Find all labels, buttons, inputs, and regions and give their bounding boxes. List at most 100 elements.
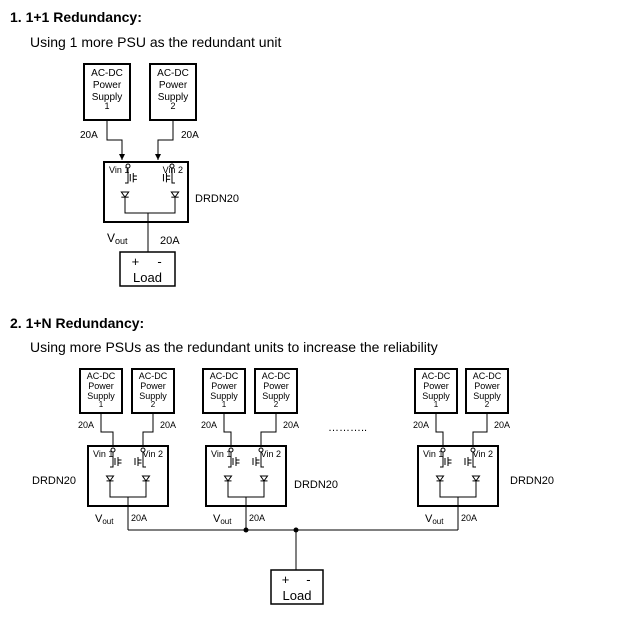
section1-heading: 1. 1+1 Redundancy: xyxy=(10,9,142,25)
psu-label-line3: Supply xyxy=(210,391,238,401)
psu-label-line3: Supply xyxy=(87,391,115,401)
current-label-psu1: 20A xyxy=(80,130,98,141)
arrow-psu1 xyxy=(119,154,125,160)
diode-symbol xyxy=(170,191,180,199)
psu-number: 1 xyxy=(104,101,109,111)
psu-label-line3: Supply xyxy=(139,391,167,401)
module-label: DRDN20 xyxy=(195,193,239,205)
psu-outline xyxy=(83,63,131,121)
module-label-3: DRDN20 xyxy=(510,475,554,487)
current-label-psu2: 20A xyxy=(283,420,299,430)
psu-label-line2: Power xyxy=(93,80,122,91)
internal-wire xyxy=(125,168,129,184)
psu-label-line1: AC-DC xyxy=(210,371,239,381)
psu-outline xyxy=(79,368,123,414)
psu-label-line3: Supply xyxy=(92,92,123,103)
internal-wire xyxy=(440,452,444,468)
psu-outline xyxy=(414,368,458,414)
current-label-psu1: 20A xyxy=(201,420,217,430)
psu-label-line2: Power xyxy=(211,381,237,391)
psu-number: 2 xyxy=(274,400,279,409)
vin1-terminal xyxy=(228,447,234,453)
module-label-2: DRDN20 xyxy=(294,479,338,491)
vout-label: Vout xyxy=(425,513,444,526)
load-outline xyxy=(270,569,324,605)
diode-symbol xyxy=(471,475,481,482)
load-plus: + xyxy=(282,572,290,587)
vin2-terminal xyxy=(140,447,146,453)
diode-symbol xyxy=(435,475,445,482)
current-label-psu2: 20A xyxy=(181,130,199,141)
current-label-psu2: 20A xyxy=(160,420,176,430)
drdn20-module: Vin 1 Vin 2 xyxy=(87,445,169,507)
psu-number: 2 xyxy=(170,101,175,111)
vin1-label: Vin 1 xyxy=(93,449,113,459)
current-label-output: 20A xyxy=(249,513,265,523)
vin1-label: Vin 1 xyxy=(423,449,443,459)
ellipsis: ……….. xyxy=(328,422,367,434)
current-label-psu2: 20A xyxy=(494,420,510,430)
load-label: Load xyxy=(283,588,312,603)
diode-symbol xyxy=(223,475,233,482)
vout-label: Vout xyxy=(213,513,232,526)
vin1-terminal xyxy=(125,163,131,169)
psu-label-line3: Supply xyxy=(262,391,290,401)
load-outline xyxy=(119,251,176,287)
section2-description: Using more PSUs as the redundant units t… xyxy=(30,339,438,355)
psu-label-line3: Supply xyxy=(422,391,450,401)
psu-label-line3: Supply xyxy=(158,92,189,103)
psu-label-line1: AC-DC xyxy=(91,68,123,79)
vin1-label: Vin 1 xyxy=(211,449,231,459)
psu-label-line2: Power xyxy=(159,80,188,91)
psu-number: 2 xyxy=(151,400,156,409)
vin2-terminal xyxy=(169,163,175,169)
vin2-label: Vin 2 xyxy=(143,449,163,459)
psu2-to-module-wire xyxy=(142,413,154,446)
internal-wire xyxy=(171,168,175,184)
load-box: + -Load xyxy=(270,569,324,605)
psu-outline xyxy=(465,368,509,414)
internal-wire xyxy=(260,452,264,468)
psu2-to-module-wire xyxy=(260,413,277,446)
current-label-psu1: 20A xyxy=(78,420,94,430)
internal-wire xyxy=(124,197,176,214)
drdn20-module: Vin 1 Vin 2 xyxy=(417,445,499,507)
internal-wire xyxy=(142,452,146,468)
vout-label: Vout xyxy=(95,513,114,526)
psu1-to-module-wire xyxy=(223,413,232,446)
current-label-psu1: 20A xyxy=(413,420,429,430)
psu-label-line1: AC-DC xyxy=(139,371,168,381)
module-outline xyxy=(205,445,287,507)
internal-wire xyxy=(110,452,114,468)
diode-symbol xyxy=(141,475,151,482)
psu-number: 1 xyxy=(222,400,227,409)
current-label-output: 20A xyxy=(131,513,147,523)
psu-label-line2: Power xyxy=(423,381,449,391)
module-label-1: DRDN20 xyxy=(32,475,76,487)
psu-outline xyxy=(149,63,197,121)
load-minus: - xyxy=(306,572,310,587)
junction-dot xyxy=(243,527,249,533)
vin2-label: Vin 2 xyxy=(163,165,183,175)
psu1-to-module-wire xyxy=(100,413,114,446)
internal-wire xyxy=(228,452,232,468)
vout-label: Vout xyxy=(107,231,128,246)
psu-number: 1 xyxy=(434,400,439,409)
psu-label-line1: AC-DC xyxy=(473,371,502,381)
arrow-psu2 xyxy=(155,154,161,160)
psu-outline xyxy=(254,368,298,414)
current-label-output: 20A xyxy=(160,235,180,247)
load-plus: + xyxy=(132,254,140,269)
psu-label-line1: AC-DC xyxy=(157,68,189,79)
psu2-to-module-wire xyxy=(157,120,174,160)
load-box: +-Load xyxy=(119,251,176,287)
vin2-terminal xyxy=(258,447,264,453)
vin2-label: Vin 2 xyxy=(473,449,493,459)
psu-label-line3: Supply xyxy=(473,391,501,401)
